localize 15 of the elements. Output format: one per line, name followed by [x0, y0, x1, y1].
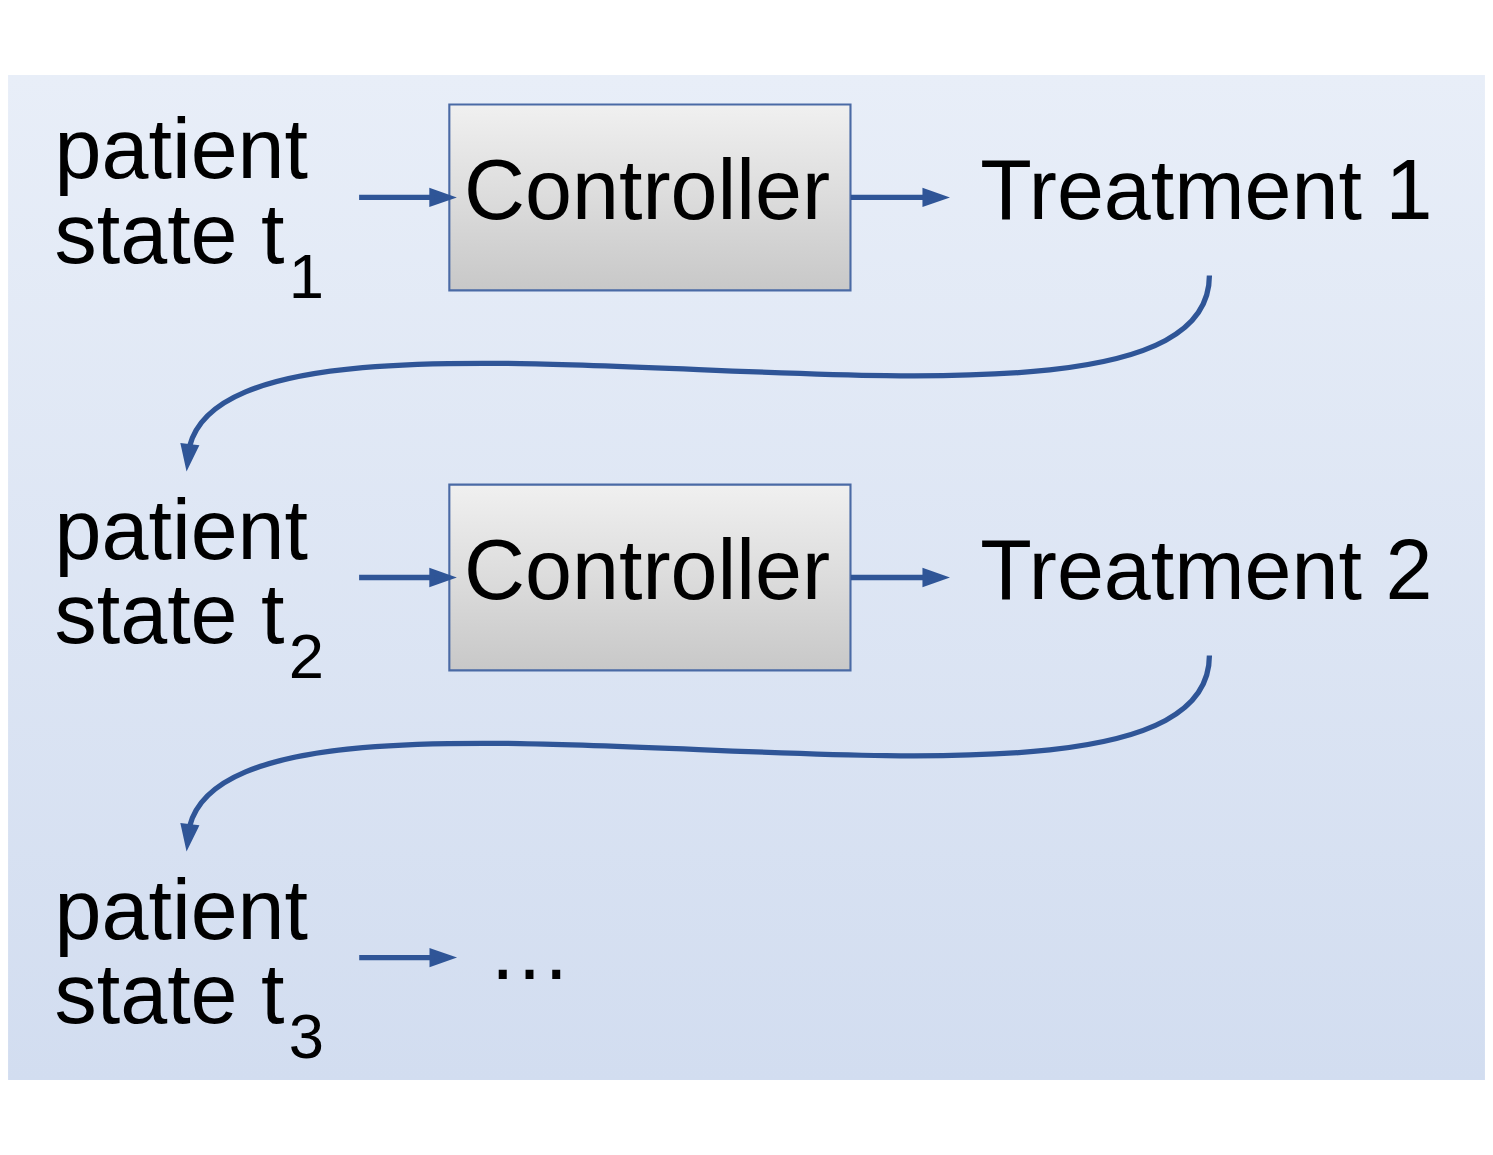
arrow	[180, 654, 1212, 852]
node-box: Controller	[448, 103, 852, 292]
arrow	[850, 567, 950, 588]
arrow	[359, 187, 457, 208]
arrow	[359, 567, 457, 588]
arrow	[850, 187, 950, 208]
arrow	[359, 947, 458, 968]
node-text: …	[487, 902, 572, 997]
arrow	[180, 274, 1212, 472]
node-text: Treatment 2	[980, 522, 1433, 617]
node-text: patient state t$_{1}$	[54, 102, 325, 311]
node-text: Treatment 1	[980, 142, 1433, 237]
node-box: Controller	[448, 483, 852, 672]
node-text: patient state t$_{3}$	[54, 862, 325, 1071]
node-text: patient state t$_{2}$	[54, 482, 325, 691]
